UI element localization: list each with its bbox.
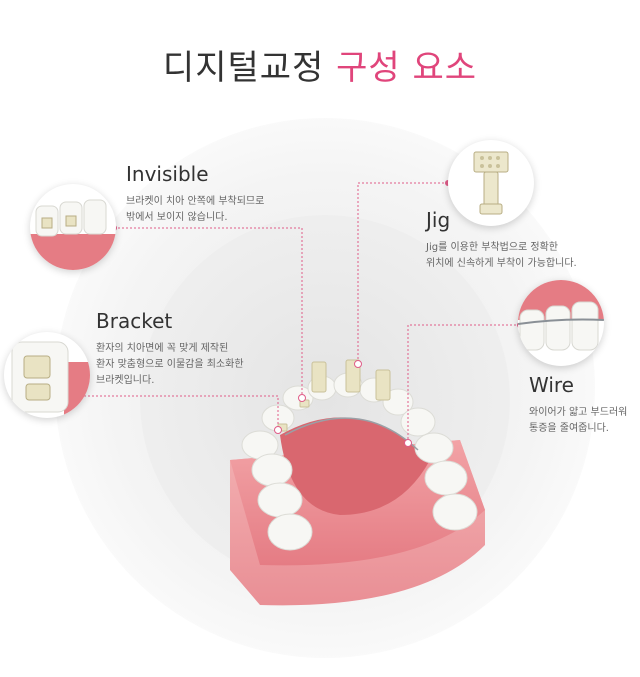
bracket-desc: 환자의 치아면에 꼭 맞게 제작된 환자 맞춤형으로 이물감을 최소화한 브라켓… [96, 343, 244, 386]
page-title: 디지털교정 구성 요소 [0, 40, 640, 89]
invisible-desc: 브라켓이 치아 안쪽에 부착되므로 밖에서 보이지 않습니다. [126, 196, 265, 223]
wire-block: Wire 와이어가 얇고 부드러워 통증을 줄여줍니다. [529, 373, 627, 437]
wire-desc: 와이어가 얇고 부드러워 통증을 줄여줍니다. [529, 407, 628, 434]
bracket-block: Bracket 환자의 치아면에 꼭 맞게 제작된 환자 맞춤형으로 이물감을 … [96, 309, 244, 389]
title-main: 디지털교정 [162, 48, 325, 88]
bracket-title: Bracket [96, 309, 173, 333]
invisible-title: Invisible [126, 162, 209, 186]
jig-closeup-icon [448, 140, 534, 226]
bracket-closeup-icon [4, 332, 90, 418]
jig-desc: Jig를 이용한 부착법으로 정확한 위치에 신속하게 부착이 가능합니다. [426, 242, 577, 269]
jig-block: Jig Jig를 이용한 부착법으로 정확한 위치에 신속하게 부착이 가능합니… [426, 208, 577, 272]
jig-title: Jig [426, 208, 451, 232]
title-accent: 구성 요소 [336, 48, 478, 88]
wire-title: Wire [529, 373, 574, 397]
invisible-block: Invisible 브라켓이 치아 안쪽에 부착되므로 밖에서 보이지 않습니다… [126, 162, 264, 226]
dental-model-illustration [230, 359, 485, 606]
invisible-closeup-icon [30, 184, 116, 270]
wire-closeup-icon [518, 280, 604, 366]
